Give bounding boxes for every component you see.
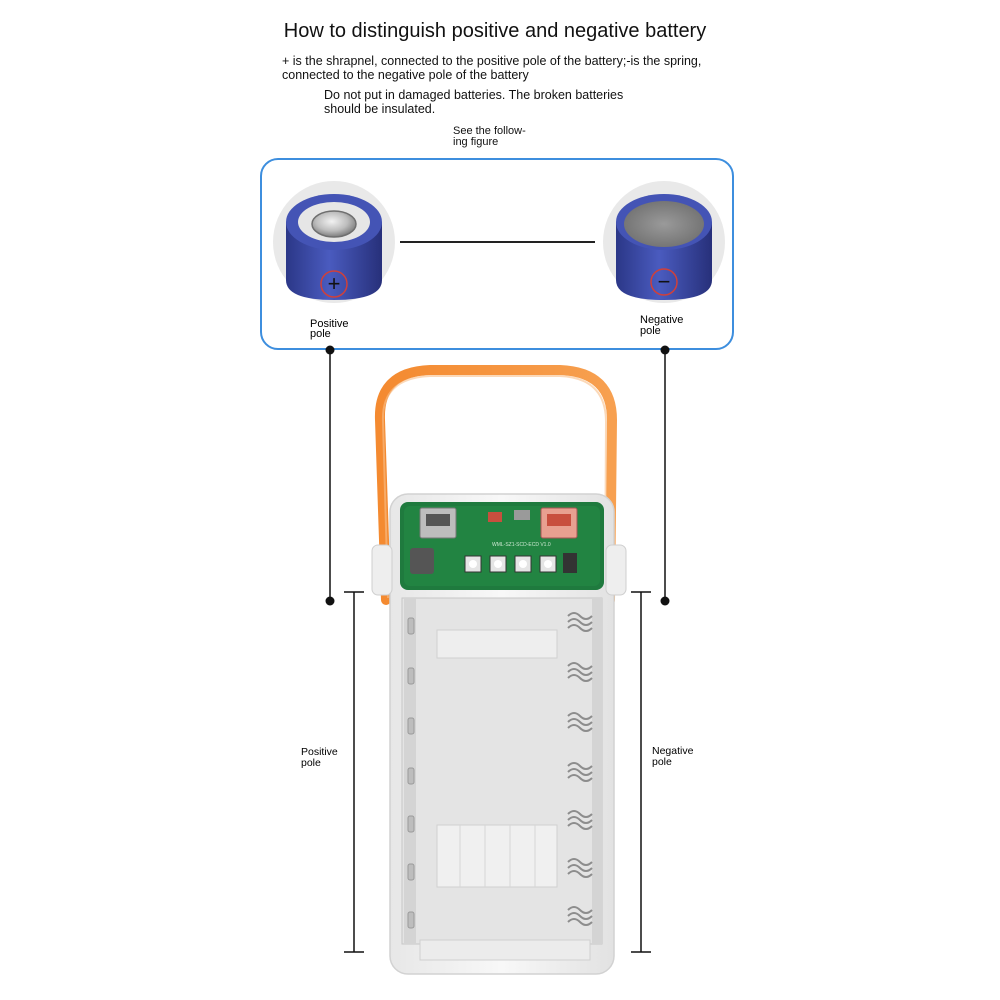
pcb-board: WML-SZ1-SCD-ECD V1.0 — [400, 502, 604, 590]
shrapnel-positive — [407, 617, 415, 929]
pcb-model-text: WML-SZ1-SCD-ECD V1.0 — [492, 542, 551, 548]
led-red — [488, 512, 502, 522]
panel-positive-label-a: Positive — [310, 318, 349, 330]
page-title: How to distinguish positive and negative… — [283, 20, 707, 42]
instruction-damaged-batteries: Do not put in damaged batteries. The bro… — [324, 88, 664, 116]
dimension-bracket-left — [344, 591, 364, 953]
negative-symbol: − — [658, 269, 671, 294]
see-figure-line-a: See the follow- — [453, 125, 526, 137]
panel-negative-label-a: Negative — [640, 314, 683, 326]
device-positive-label-a: Positive — [301, 746, 338, 758]
micro-usb-port — [514, 510, 530, 520]
chip — [563, 553, 577, 573]
see-figure-note: See the follow- ing figure — [453, 126, 563, 148]
orange-handle-highlight — [381, 375, 608, 599]
leader-line-positive — [325, 345, 335, 606]
positive-symbol-circle — [320, 270, 348, 298]
instruction-line-1a: + is the shrapnel, connected to the posi… — [282, 54, 702, 68]
positive-battery-image: + — [273, 181, 395, 303]
negative-symbol-circle — [650, 268, 678, 296]
device-negative-label-a: Negative — [652, 745, 694, 757]
device-positive-label-b: pole — [301, 757, 321, 769]
dimension-bracket-right — [631, 591, 651, 953]
instruction-positive-negative: + is the shrapnel, connected to the posi… — [282, 54, 742, 82]
usb-port-left — [419, 507, 457, 539]
device-negative-label-b: pole — [652, 756, 672, 768]
battery-compartment — [401, 597, 603, 961]
instruction-line-2b: should be insulated. — [324, 102, 436, 116]
led-lamps — [464, 555, 557, 573]
usb-port-right — [540, 507, 578, 539]
negative-battery-image: − — [603, 181, 725, 303]
see-figure-line-b: ing figure — [453, 136, 499, 148]
instruction-line-1b: connected to the negative pole of the ba… — [282, 68, 529, 82]
positive-symbol: + — [328, 271, 341, 296]
positive-terminal-cap — [311, 210, 357, 238]
panel-negative-label-b: pole — [640, 325, 661, 337]
panel-positive-label-b: pole — [310, 328, 331, 340]
leader-line-negative — [660, 345, 670, 606]
orange-handle — [374, 365, 618, 605]
negative-terminal-plate — [624, 201, 704, 247]
springs-negative — [567, 612, 593, 926]
instruction-line-2a: Do not put in damaged batteries. The bro… — [324, 88, 624, 102]
inductor — [410, 548, 434, 574]
